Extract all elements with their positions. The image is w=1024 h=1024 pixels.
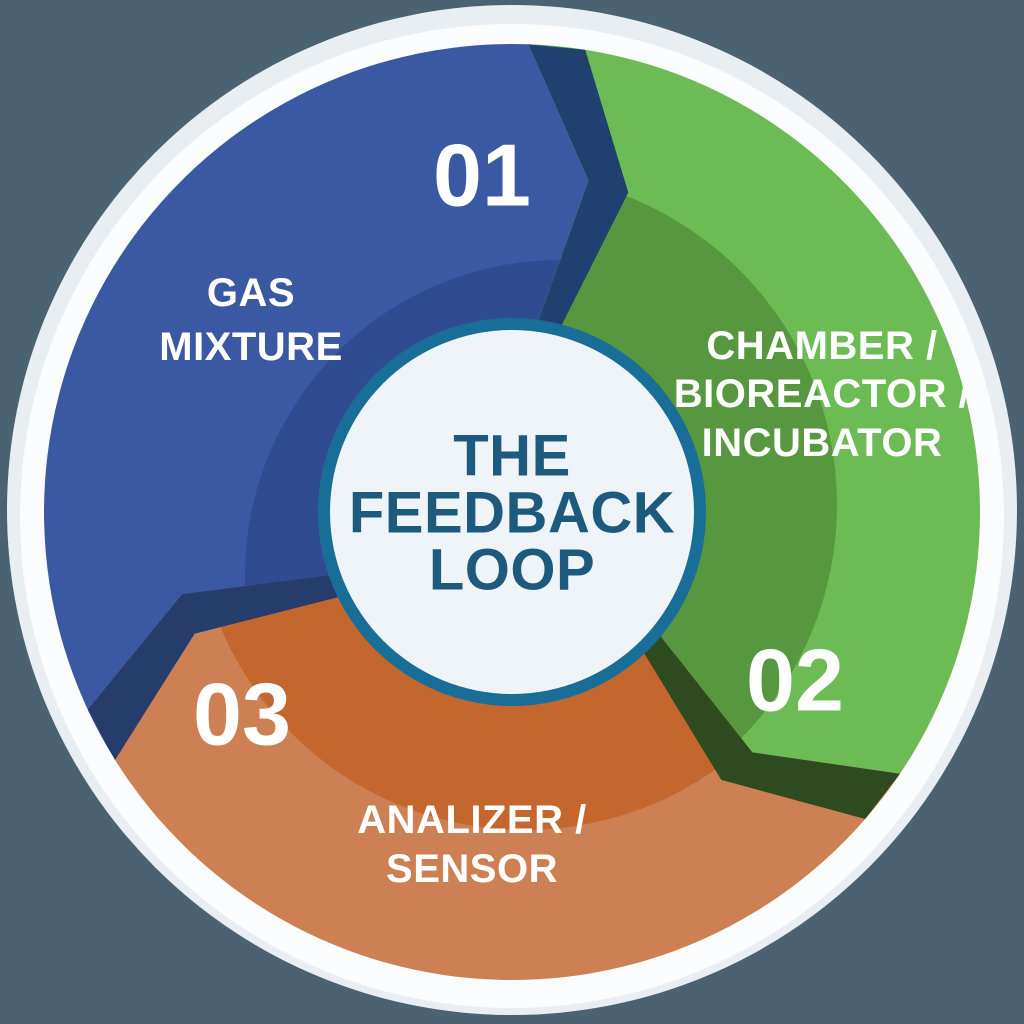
segment-number-03: 03 <box>193 665 291 764</box>
center-title-line2: FEEDBACK <box>349 481 675 546</box>
analizer-label-line2: SENSOR <box>386 847 558 891</box>
gas-mixture-label-line2: MIXTURE <box>159 325 343 369</box>
gas-mixture-label-line1: GAS <box>207 271 295 315</box>
segment-numbers: 01 02 03 <box>193 126 844 764</box>
center-title-line1: THE <box>453 424 571 489</box>
chamber-bioreactor-incubator-arrow-shadow <box>610 584 900 819</box>
analizer-sensor-arrow-shadow <box>87 566 402 760</box>
segment-labels: GAS MIXTURE CHAMBER / BIOREACTOR / INCUB… <box>159 271 970 891</box>
segment-number-02: 02 <box>746 631 844 730</box>
center-title-line3: LOOP <box>429 538 595 603</box>
chamber-label-line1: CHAMBER / <box>706 324 937 368</box>
analizer-label-line1: ANALIZER / <box>357 798 586 842</box>
center-circle <box>330 330 694 694</box>
chamber-label-line3: INCUBATOR <box>702 421 943 465</box>
segment-number-01: 01 <box>433 126 531 225</box>
gas-mixture-arrow-shadow <box>516 44 629 384</box>
center-title: THE FEEDBACK LOOP <box>349 424 675 603</box>
chamber-label-line2: BIOREACTOR / <box>674 372 970 416</box>
